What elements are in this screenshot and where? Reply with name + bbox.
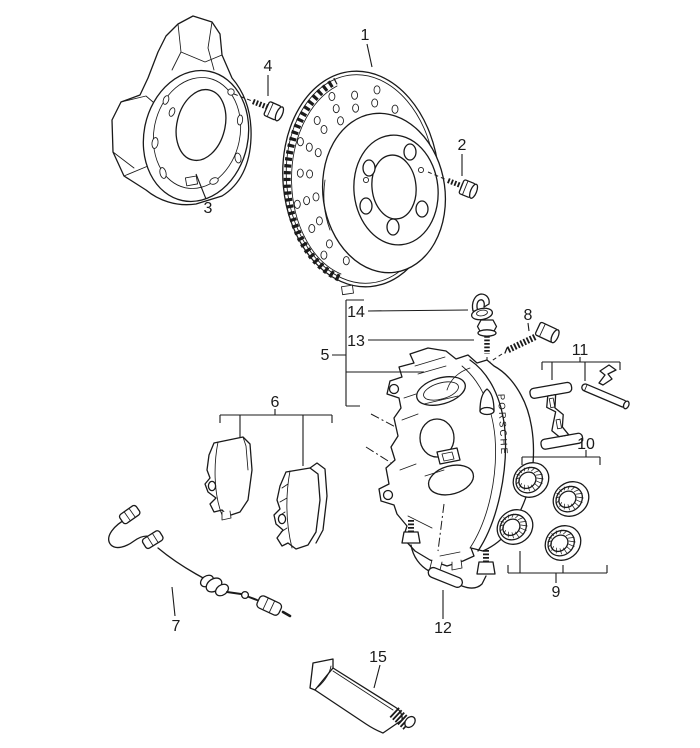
callout-6: 6: [271, 394, 280, 411]
disc-set-screw: [427, 171, 479, 199]
callout-11: 11: [572, 342, 589, 359]
callout-3: 3: [204, 200, 213, 217]
callout-4: 4: [264, 58, 273, 75]
pad-retainer-set: [529, 364, 630, 450]
caliper-bolt-long: [489, 321, 560, 363]
callout-14: 14: [347, 304, 365, 321]
callouts: 1 2 3 4 5 6 7 8 9 10 11 12 13 14 15: [171, 27, 621, 689]
callout-9: 9: [552, 584, 561, 601]
brake-caliper: PORSCHE: [365, 347, 535, 571]
callout-2: 2: [458, 137, 467, 154]
caliper-bolt-short: [476, 319, 498, 449]
callout-10: 10: [577, 436, 595, 453]
callout-7: 7: [172, 618, 181, 635]
wear-sensor-cable: [108, 504, 292, 618]
brake-disc: [282, 70, 447, 296]
cross-drilled-holes: [293, 85, 399, 266]
grease-tube: [309, 658, 416, 734]
callout-1: 1: [361, 27, 370, 44]
callout-12: 12: [434, 620, 452, 637]
callout-15: 15: [369, 649, 387, 666]
pad-wear-clip: [470, 293, 494, 321]
shield-screw: [233, 93, 285, 122]
callout-5: 5: [321, 347, 330, 364]
caliper-brand-text: PORSCHE: [495, 394, 509, 457]
brake-hose: [401, 520, 496, 589]
callout-8: 8: [524, 307, 533, 324]
brake-pads: [204, 436, 328, 550]
splash-shield: [111, 15, 252, 206]
piston-seal-rings: [496, 462, 590, 561]
callout-13: 13: [347, 333, 365, 350]
